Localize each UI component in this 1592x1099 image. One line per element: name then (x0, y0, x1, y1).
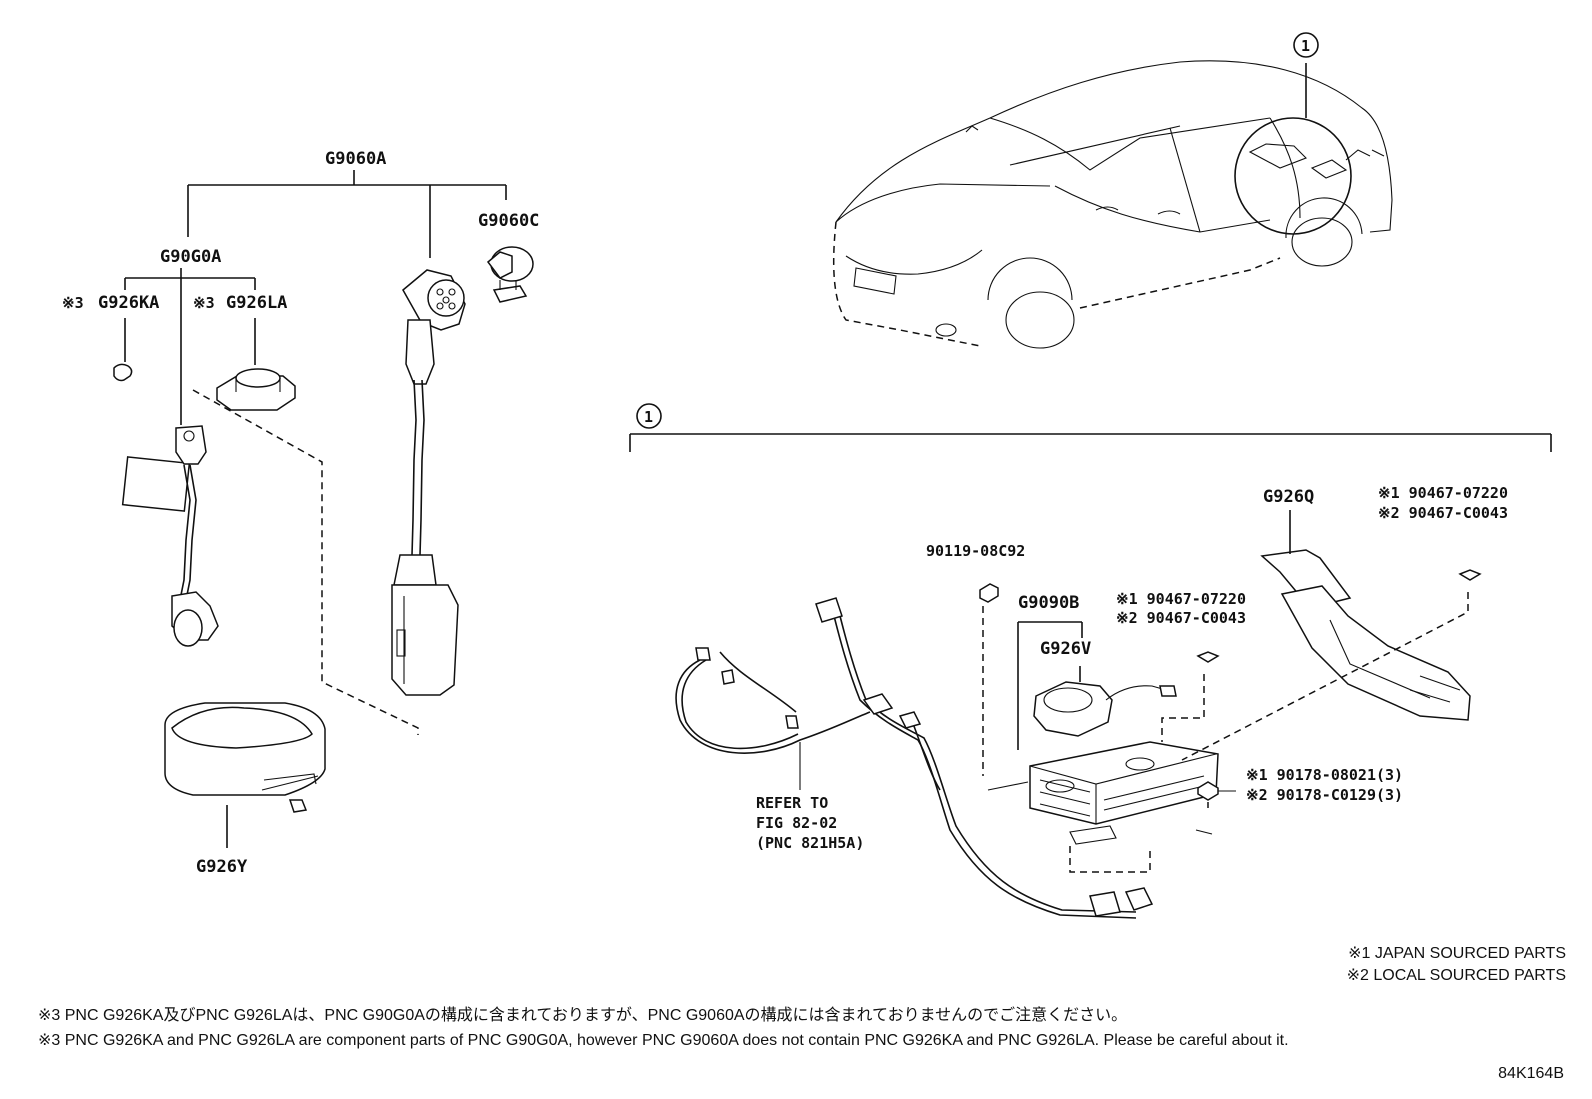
g926v-fan (1033, 681, 1177, 737)
label-90467-b1: ※1 90467-07220 (1378, 484, 1508, 502)
nut-90178 (1197, 781, 1219, 801)
wire-harness (675, 597, 1154, 919)
refer-line-3: (PNC 821H5A) (756, 834, 864, 852)
label-90467-a1: ※1 90467-07220 (1116, 590, 1246, 608)
label-g926y: G926Y (196, 857, 248, 877)
label-g926la-mark: ※3 (193, 294, 215, 312)
label-g926la: G926LA (226, 293, 287, 313)
legend-japan-sourced: ※1 JAPAN SOURCED PARTS (1348, 945, 1566, 962)
label-g926ka-mark: ※3 (62, 294, 84, 312)
clip-90467-b (1458, 569, 1482, 581)
g90g0a-cable (121, 425, 219, 647)
charging-cable-group: G9060A G90G0A G9060C ※3 G926KA ※3 G926LA… (62, 149, 539, 877)
g926q-duct (1260, 549, 1471, 721)
figure-code: 84K164B (1498, 1065, 1564, 1082)
g9060a-cable (391, 269, 466, 696)
g926ka-plug (113, 363, 133, 382)
clip-90467-a (1196, 651, 1220, 663)
label-g9060c: G9060C (478, 211, 539, 231)
bolt-90119 (979, 583, 999, 603)
car-illustration: 1 (832, 32, 1393, 349)
refer-line-1: REFER TO (756, 794, 828, 812)
callout-circle-1-top (1293, 32, 1319, 58)
footnote-japanese: ※3 PNC G926KA及びPNC G926LAは、PNC G90G0Aの構成… (38, 1005, 1127, 1024)
label-g9090b: G9090B (1018, 593, 1079, 613)
charger-assembly-group: 1 (629, 403, 1552, 919)
callout-number-right: 1 (644, 408, 653, 426)
g926y-bag (164, 702, 326, 813)
callout-circle-car (1234, 117, 1352, 235)
label-g90g0a: G90G0A (160, 247, 221, 267)
g9090b-charger (987, 741, 1219, 845)
label-90178-2: ※2 90178-C0129(3) (1246, 786, 1403, 804)
callout-number-top: 1 (1301, 37, 1310, 55)
legend-local-sourced: ※2 LOCAL SOURCED PARTS (1347, 967, 1566, 984)
label-90467-b2: ※2 90467-C0043 (1378, 504, 1508, 522)
label-g9060a: G9060A (325, 149, 386, 169)
label-g926v: G926V (1040, 639, 1091, 659)
label-90467-a2: ※2 90467-C0043 (1116, 609, 1246, 627)
refer-line-2: FIG 82-02 (756, 814, 837, 832)
label-90178-1: ※1 90178-08021(3) (1246, 766, 1403, 784)
footnote-english: ※3 PNC G926KA and PNC G926LA are compone… (38, 1032, 1289, 1049)
g926la-cap (216, 368, 296, 411)
label-g926ka: G926KA (98, 293, 159, 313)
callout-circle-1-right (636, 403, 662, 429)
g9060c-adapter (486, 246, 534, 303)
label-90119: 90119-08C92 (926, 542, 1025, 560)
label-g926q: G926Q (1263, 487, 1314, 507)
